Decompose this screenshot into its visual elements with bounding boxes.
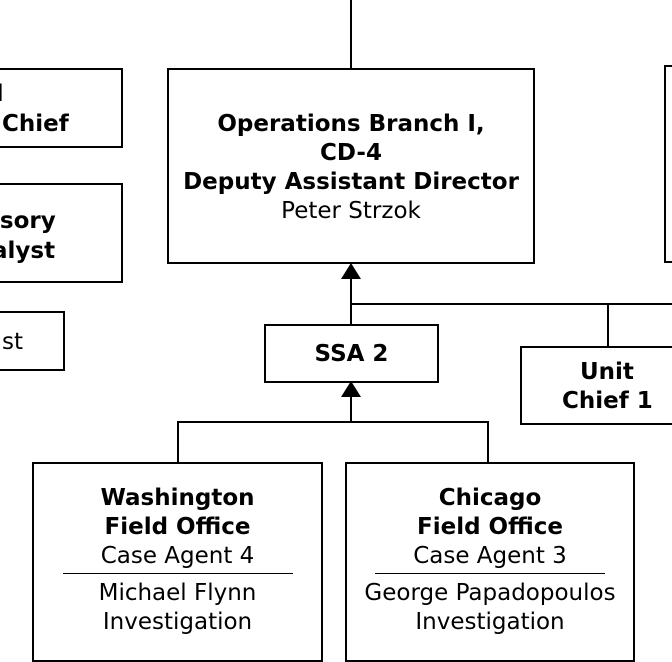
chicago-case-line1: George Papadopoulos [364, 580, 616, 606]
washington-case-agent: Case Agent 4 [100, 543, 255, 569]
left-box-analyst-line1: isory [0, 208, 56, 234]
unit-chief-line1: Unit [580, 359, 634, 385]
connector-unit-horizontal [350, 303, 672, 305]
connector-chicago-drop [487, 421, 489, 462]
left-box-chief-line2: Chief [2, 111, 69, 137]
washington-case-line1: Michael Flynn [98, 580, 257, 606]
ops-title-line3: Deputy Assistant Director [183, 169, 519, 195]
washington-divider [62, 573, 293, 574]
connector-ssa-to-offices [350, 392, 352, 422]
left-box-small-line1: st [2, 329, 24, 355]
washington-case-line2: Investigation [102, 609, 253, 635]
left-box-chief: el Chief [0, 68, 123, 148]
chicago-line2: Field Office [417, 514, 563, 540]
connector-washington-drop [177, 421, 179, 462]
arrow-to-ops-icon [341, 263, 361, 279]
ops-person-name: Peter Strzok [281, 198, 421, 224]
ssa2-box: SSA 2 [264, 324, 439, 383]
left-box-chief-line1: el [0, 80, 3, 109]
chicago-divider [375, 573, 605, 574]
washington-field-office-box: Washington Field Office Case Agent 4 Mic… [32, 462, 323, 662]
left-box-analyst: isory alyst [0, 183, 123, 283]
ops-title-line1: Operations Branch I, [217, 111, 485, 137]
washington-line1: Washington [100, 485, 255, 511]
connector-top [350, 0, 352, 68]
ops-title-line2: CD-4 [320, 140, 382, 166]
chicago-case-line2: Investigation [415, 609, 565, 635]
arrow-to-ssa-icon [341, 381, 361, 397]
left-box-analyst-line2: alyst [0, 238, 56, 264]
connector-ops-to-branch [350, 276, 352, 324]
chicago-field-office-box: Chicago Field Office Case Agent 3 George… [345, 462, 635, 662]
operations-branch-box: Operations Branch I, CD-4 Deputy Assista… [167, 68, 535, 264]
ssa2-label: SSA 2 [314, 341, 389, 367]
washington-line2: Field Office [104, 514, 251, 540]
unit-chief-line2: Chief 1 [562, 388, 653, 414]
right-box-partial [664, 65, 672, 263]
connector-offices-horizontal [177, 421, 488, 423]
chicago-case-agent: Case Agent 3 [413, 543, 567, 569]
left-box-small: st [0, 311, 65, 371]
unit-chief-box: Unit Chief 1 [520, 346, 672, 425]
connector-unit-drop [607, 303, 609, 347]
chicago-line1: Chicago [438, 485, 542, 511]
